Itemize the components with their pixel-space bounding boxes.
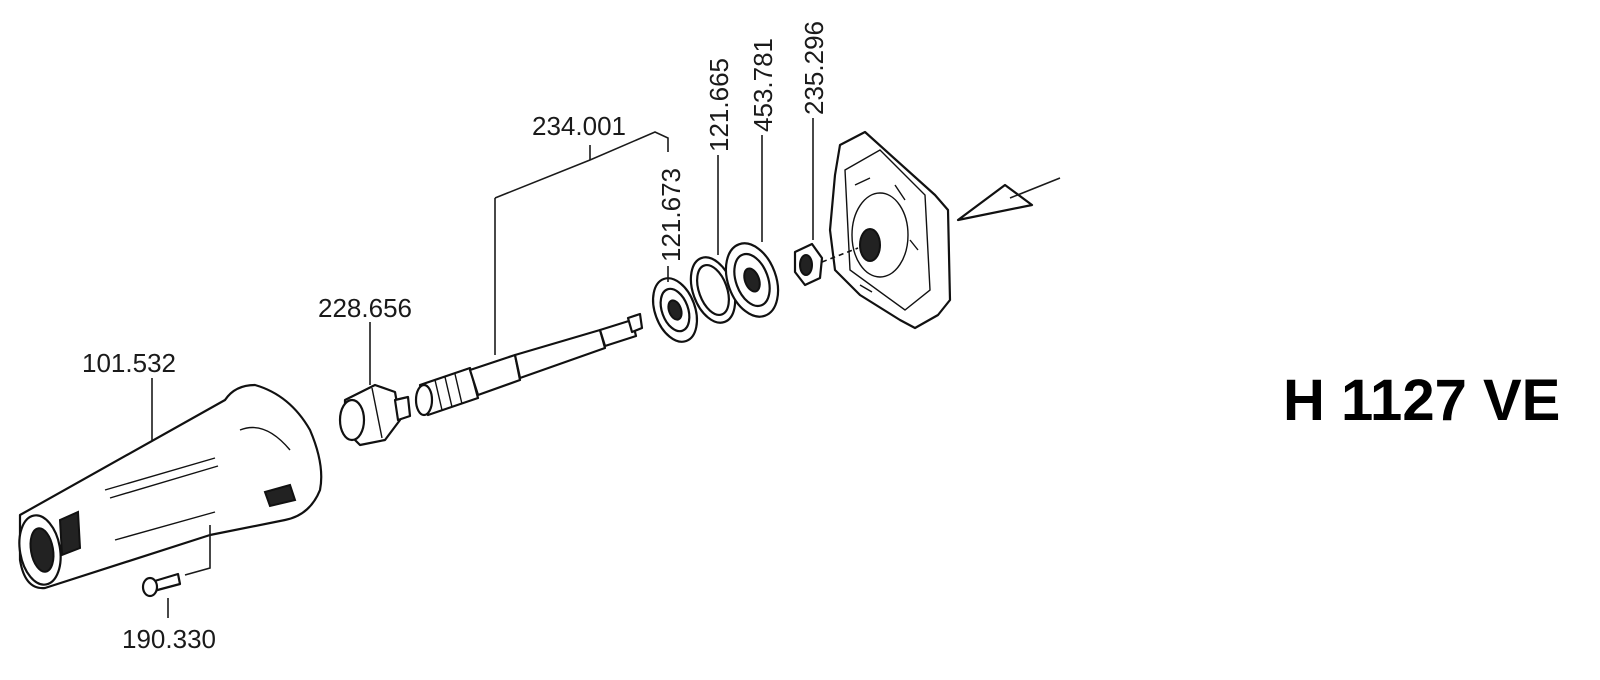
part-label-121665: 121.665 (704, 58, 734, 152)
model-designation: H 1127 VE (1283, 368, 1560, 433)
collet-nut-drawing (338, 383, 412, 447)
part-label-228656: 228.656 (318, 293, 412, 323)
screw-drawing (141, 572, 182, 598)
part-label-235296: 235.296 (799, 21, 829, 115)
leader-lines (151, 118, 814, 618)
grip-housing-drawing (18, 383, 323, 590)
bearing-121673-drawing (651, 277, 699, 343)
part-label-101532: 101.532 (82, 348, 176, 378)
part-label-121673: 121.673 (656, 168, 686, 262)
motor-flange-drawing (821, 130, 952, 330)
direction-arrow (956, 177, 1061, 222)
spindle-drawing (414, 312, 644, 417)
part-label-190330: 190.330 (122, 624, 216, 654)
nut-235296-drawing (793, 242, 824, 287)
part-label-234001: 234.001 (532, 111, 626, 141)
part-label-453781: 453.781 (748, 38, 778, 132)
ring-121665-drawing (689, 256, 737, 324)
bearing-453781-drawing (724, 242, 780, 318)
